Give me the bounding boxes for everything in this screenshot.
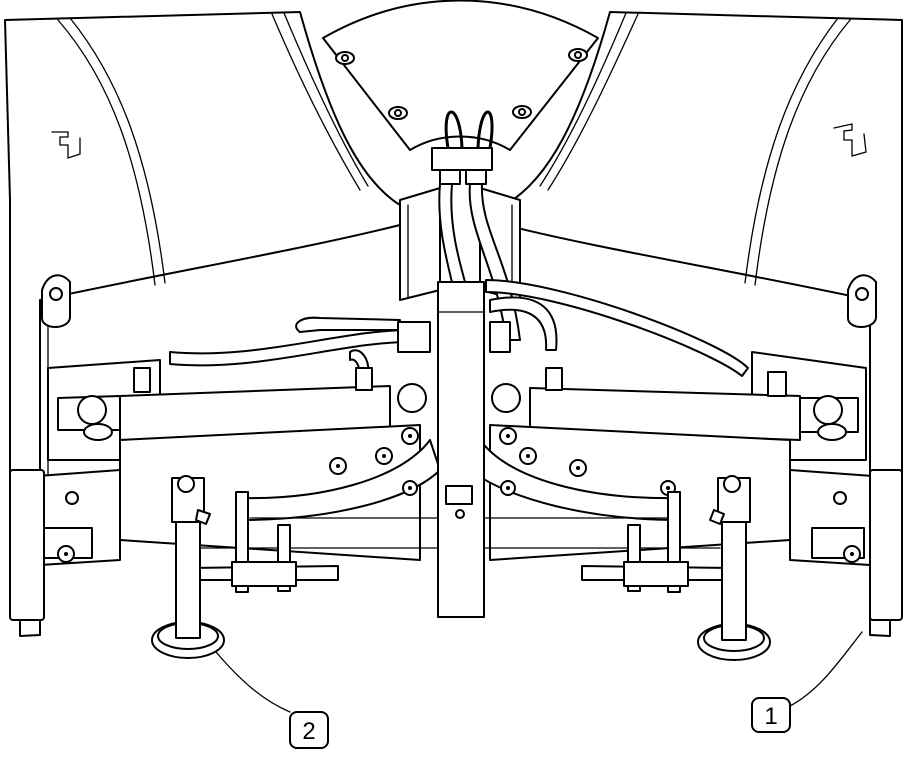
nut: [519, 447, 537, 465]
nut: [402, 480, 418, 496]
callout-1: 1: [751, 631, 863, 733]
central-beam: [437, 281, 485, 618]
right-plow-wing: [504, 11, 903, 637]
sector-bolt: [335, 51, 355, 65]
nut: [500, 480, 516, 496]
sector-bolt: [512, 105, 532, 119]
callout-2-box: [289, 711, 329, 749]
right-side-shoe: [833, 469, 903, 621]
right-hydraulic-cylinder: [491, 351, 867, 461]
callout-1-label: 1: [764, 703, 777, 730]
nut: [499, 427, 517, 445]
sector-bolt: [568, 48, 588, 62]
right-support-stand: [697, 475, 771, 661]
nut: [329, 457, 347, 475]
nut: [57, 545, 75, 563]
nut: [569, 459, 587, 477]
left-support-stand: [151, 475, 225, 659]
callout-2-label: 2: [302, 718, 315, 745]
left-side-shoe: [9, 469, 79, 621]
left-pin-bracket: [187, 491, 339, 593]
nut: [401, 427, 419, 445]
sector-bolt: [388, 106, 408, 120]
nut: [843, 545, 861, 563]
hydraulic-hoses: [169, 110, 749, 377]
left-hydraulic-cylinder: [47, 359, 427, 461]
center-sector-plate: [322, 0, 599, 151]
nut: [375, 447, 393, 465]
callout-1-box: [751, 697, 791, 733]
frame-nuts: [57, 427, 861, 563]
left-plow-wing: [4, 11, 401, 637]
callout-2: 2: [215, 651, 329, 749]
